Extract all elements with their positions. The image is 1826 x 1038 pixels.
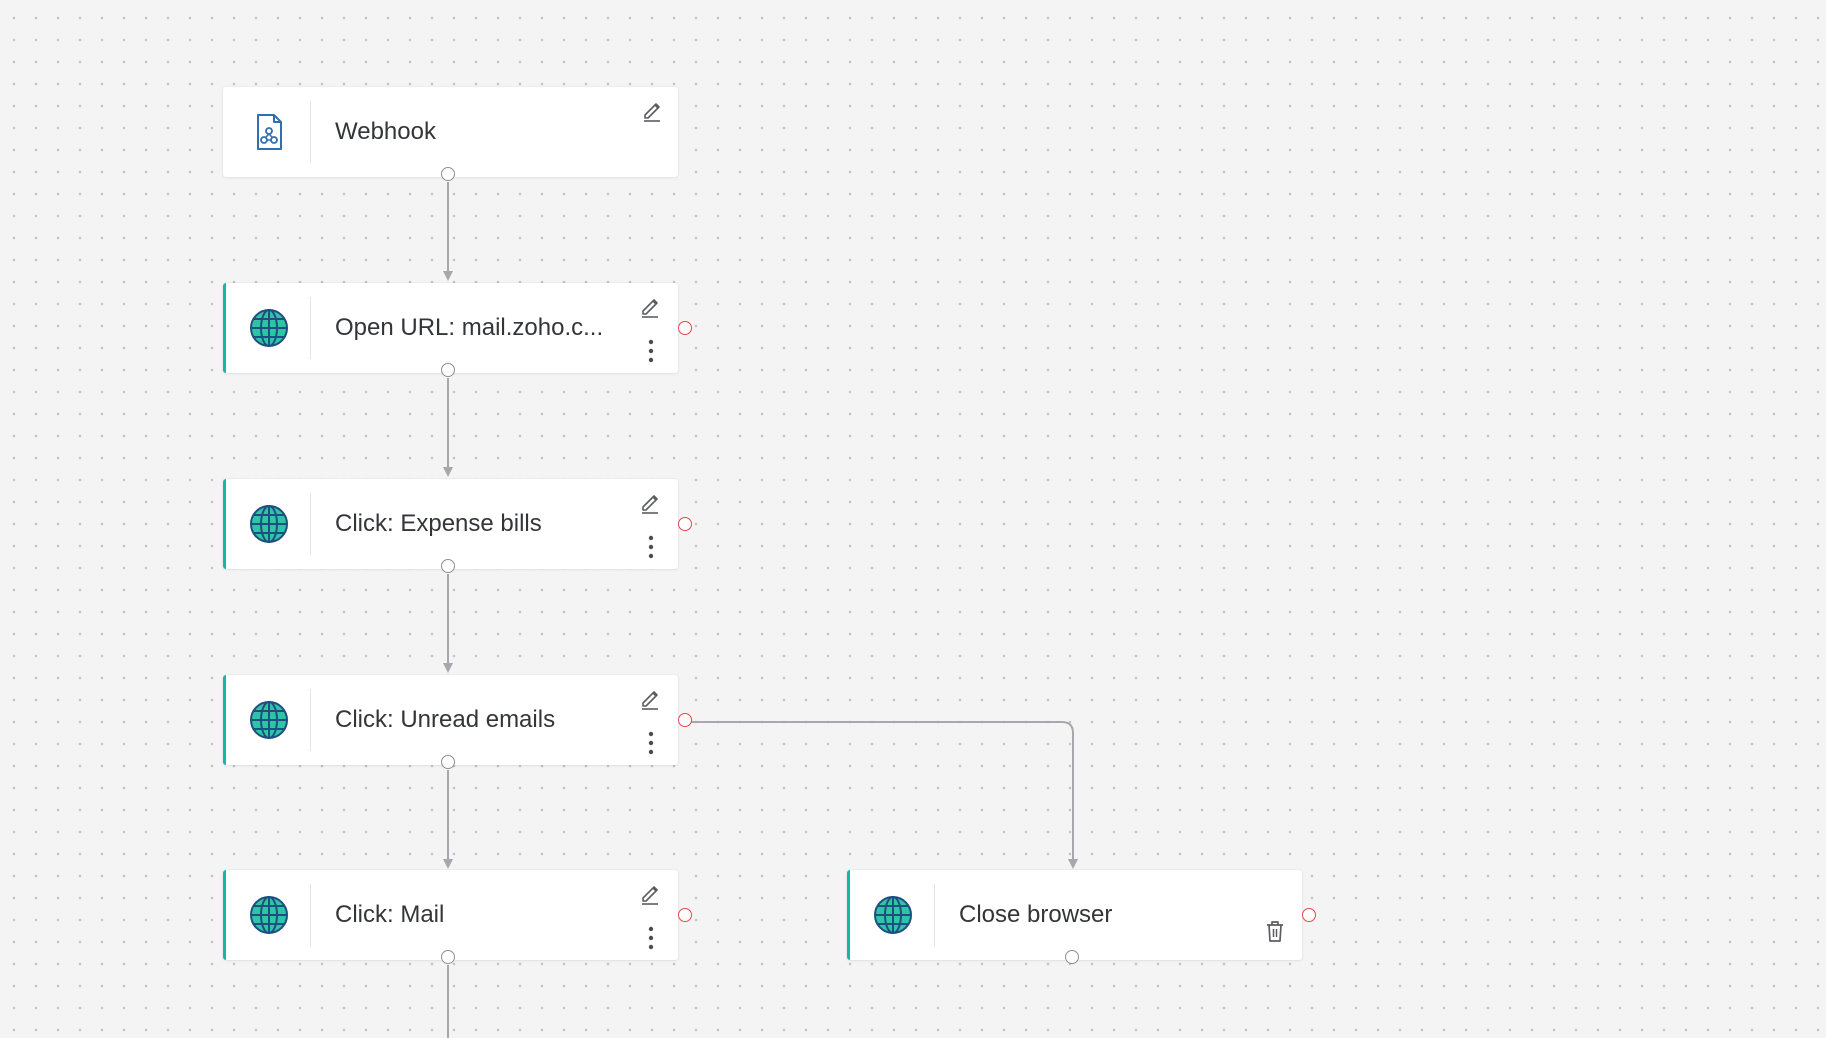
node-label: Webhook (335, 118, 436, 145)
node-label: Open URL: mail.zoho.c... (335, 314, 604, 341)
edit-pencil-icon[interactable] (639, 97, 665, 123)
webhook-file-icon (248, 111, 290, 153)
edit-pencil-icon[interactable] (637, 880, 663, 906)
error-port[interactable] (678, 321, 692, 335)
globe-icon (248, 503, 290, 545)
output-port[interactable] (441, 363, 455, 377)
node-open-url[interactable]: Open URL: mail.zoho.c... (223, 283, 692, 377)
trash-icon[interactable] (1261, 916, 1289, 946)
globe-icon (248, 307, 290, 349)
more-options-icon[interactable] (641, 337, 661, 365)
edit-pencil-icon[interactable] (637, 685, 663, 711)
error-port[interactable] (1302, 908, 1316, 922)
node-divider (310, 297, 311, 359)
connector-unread-emails-to-close-browser (689, 721, 1078, 869)
node-label: Click: Expense bills (335, 510, 542, 537)
node-divider (310, 689, 311, 751)
node-label: Close browser (959, 901, 1113, 928)
globe-icon (248, 894, 290, 936)
node-label: Click: Mail (335, 901, 445, 928)
output-port[interactable] (441, 950, 455, 964)
node-divider (934, 884, 935, 946)
node-click-unread-emails[interactable]: Click: Unread emails (223, 675, 692, 769)
error-port[interactable] (678, 713, 692, 727)
node-divider (310, 884, 311, 946)
output-port[interactable] (441, 167, 455, 181)
output-port[interactable] (441, 755, 455, 769)
node-close-browser[interactable]: Close browser (847, 870, 1316, 964)
output-port[interactable] (441, 559, 455, 573)
error-port[interactable] (678, 517, 692, 531)
node-divider (310, 101, 311, 163)
output-port[interactable] (1065, 950, 1079, 964)
globe-icon (872, 894, 914, 936)
node-label: Click: Unread emails (335, 706, 556, 733)
error-port[interactable] (678, 908, 692, 922)
edit-pencil-icon[interactable] (637, 293, 663, 319)
node-click-mail[interactable]: Click: Mail (223, 870, 692, 964)
node-webhook[interactable]: Webhook (223, 87, 678, 181)
node-divider (310, 493, 311, 555)
globe-icon (248, 699, 290, 741)
more-options-icon[interactable] (641, 729, 661, 757)
more-options-icon[interactable] (641, 924, 661, 952)
edit-pencil-icon[interactable] (637, 489, 663, 515)
more-options-icon[interactable] (641, 533, 661, 561)
node-click-expense-bills[interactable]: Click: Expense bills (223, 479, 692, 573)
